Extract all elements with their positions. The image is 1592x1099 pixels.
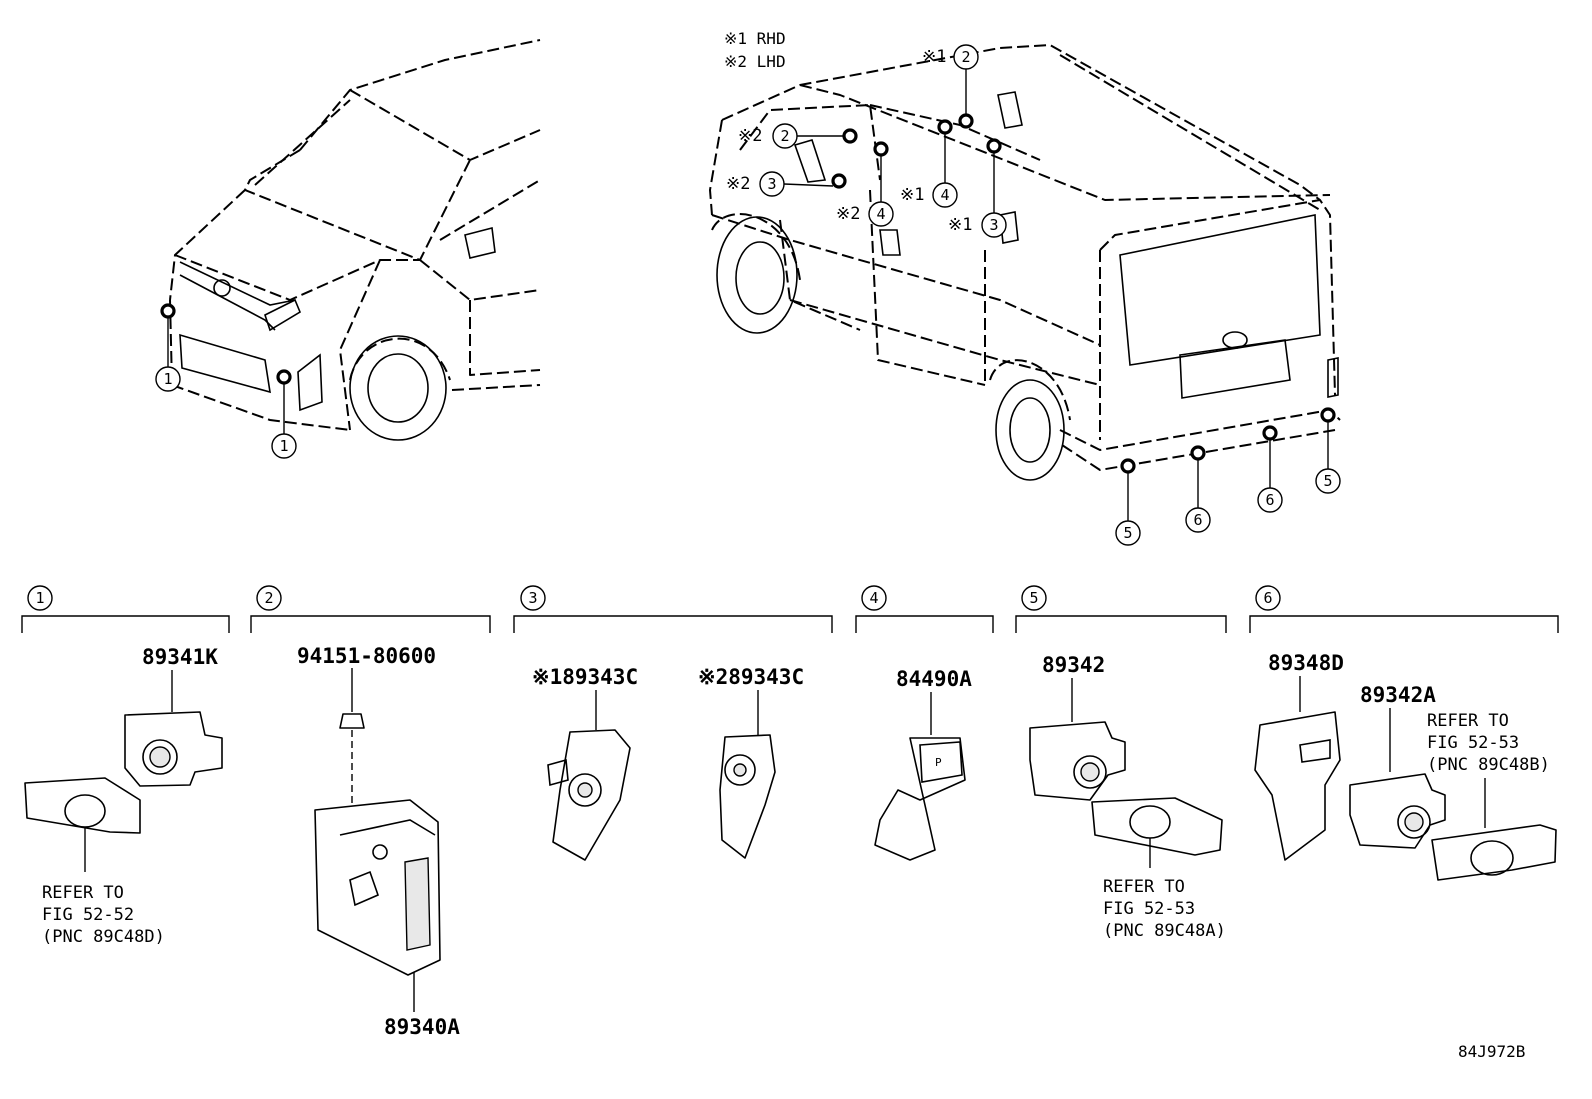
callout-number: 4 xyxy=(940,186,949,204)
part-number: ※289343C xyxy=(698,665,804,689)
note-marker: ※2 xyxy=(836,204,860,224)
part-number: 94151-80600 xyxy=(297,644,436,668)
callout-number: 3 xyxy=(767,175,776,193)
part-number: 89342 xyxy=(1042,653,1105,677)
part-number: 89348D xyxy=(1268,651,1344,675)
callout-number: 4 xyxy=(876,205,885,223)
refer-line: FIG 52-53 xyxy=(1427,733,1519,753)
group-number: 3 xyxy=(528,589,537,607)
callout-number: 5 xyxy=(1323,472,1332,490)
note-marker: ※2 xyxy=(726,174,750,194)
refer-line: REFER TO xyxy=(1103,877,1185,897)
note-marker: ※1 xyxy=(948,215,972,235)
callout-number: 2 xyxy=(780,127,789,145)
callout-number: 1 xyxy=(279,437,288,455)
part-number: ※189343C xyxy=(532,665,638,689)
refer-line: REFER TO xyxy=(1427,711,1509,731)
front-van-illustration: 1 1 xyxy=(155,39,541,459)
diagram-code: 84J972B xyxy=(1458,1042,1525,1061)
part-number: 84490A xyxy=(896,667,972,691)
callout-number: 2 xyxy=(961,48,970,66)
part-number: 89341K xyxy=(142,645,218,669)
switch-icon: P xyxy=(935,756,942,769)
callout-number: 3 xyxy=(989,216,998,234)
note-marker: ※2 xyxy=(738,126,762,146)
rear-van-illustration: ※1 RHD ※2 LHD xyxy=(709,29,1341,546)
note-marker: ※1 xyxy=(922,47,946,67)
group-2-parts: 94151-80600 89340A xyxy=(297,644,460,1039)
callout-number: 6 xyxy=(1265,491,1274,509)
group-3-parts: ※189343C ※289343C xyxy=(532,665,804,861)
refer-line: REFER TO xyxy=(42,883,124,903)
group-number: 1 xyxy=(35,589,44,607)
refer-line: (PNC 89C48D) xyxy=(42,927,165,947)
group-headers: 1 2 3 4 5 6 xyxy=(21,585,1559,633)
callout-number: 1 xyxy=(163,370,172,388)
group-6-parts: 89348D 89342A REFER TO FIG 52-53 (PNC 89… xyxy=(1254,651,1557,881)
legend-lhd: ※2 LHD xyxy=(724,52,786,71)
group-1-parts: 89341K REFER TO FIG 52-52 (PNC 89C48D) xyxy=(24,645,223,947)
group-5-parts: 89342 REFER TO FIG 52-53 (PNC 89C48A) xyxy=(1029,653,1226,941)
group-number: 5 xyxy=(1029,589,1038,607)
part-number: 89342A xyxy=(1360,683,1436,707)
callout-number: 6 xyxy=(1193,511,1202,529)
refer-line: (PNC 89C48B) xyxy=(1427,755,1550,775)
callout-number: 5 xyxy=(1123,524,1132,542)
group-number: 6 xyxy=(1263,589,1272,607)
group-number: 4 xyxy=(869,589,878,607)
refer-line: FIG 52-53 xyxy=(1103,899,1195,919)
legend-rhd: ※1 RHD xyxy=(724,29,786,48)
refer-line: (PNC 89C48A) xyxy=(1103,921,1226,941)
note-marker: ※1 xyxy=(900,185,924,205)
refer-line: FIG 52-52 xyxy=(42,905,134,925)
part-number: 89340A xyxy=(384,1015,460,1039)
group-4-parts: 84490A P xyxy=(874,667,972,861)
group-number: 2 xyxy=(264,589,273,607)
